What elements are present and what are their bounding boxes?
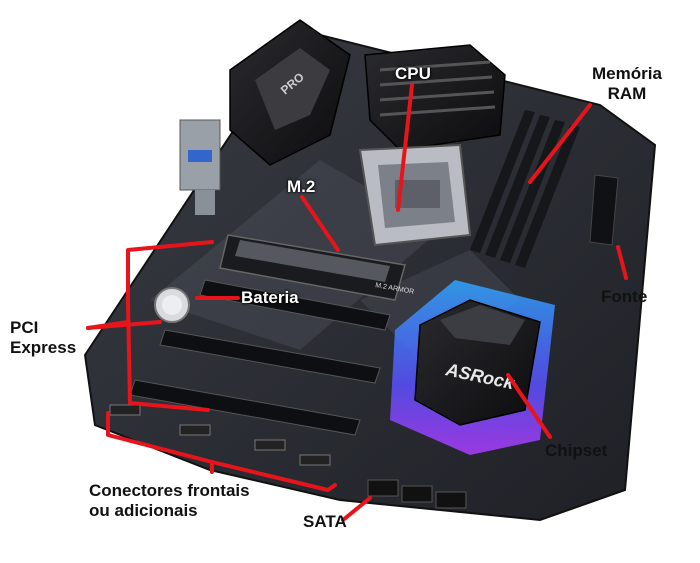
label-chipset: Chipset [545,441,608,460]
cpu-socket [358,143,472,247]
sata-ports [367,479,467,509]
label-m2: M.2 [287,177,316,196]
label-fonte: Fonte [601,287,648,306]
label-conectores: Conectores frontais ou adicionais [89,481,250,520]
label-cpu: CPU [395,64,431,83]
atx-connector [589,174,619,246]
rear-io [179,119,221,215]
annotation-pointers [86,83,628,522]
m2-heatsink: M.2 ARMOR [219,234,415,301]
label-ram: Memória RAM [592,64,662,103]
vrm-heatsink-fins [364,44,506,151]
cmos-battery [154,287,190,323]
pcie-slots [129,279,391,436]
label-sata: SATA [303,512,347,531]
label-bateria: Bateria [241,288,299,307]
label-pci-express: PCI Express [10,318,77,357]
vrm-heatsink: PRO [229,19,351,166]
chipset-heatsink: ASRock [390,280,555,455]
front-headers [109,404,331,466]
